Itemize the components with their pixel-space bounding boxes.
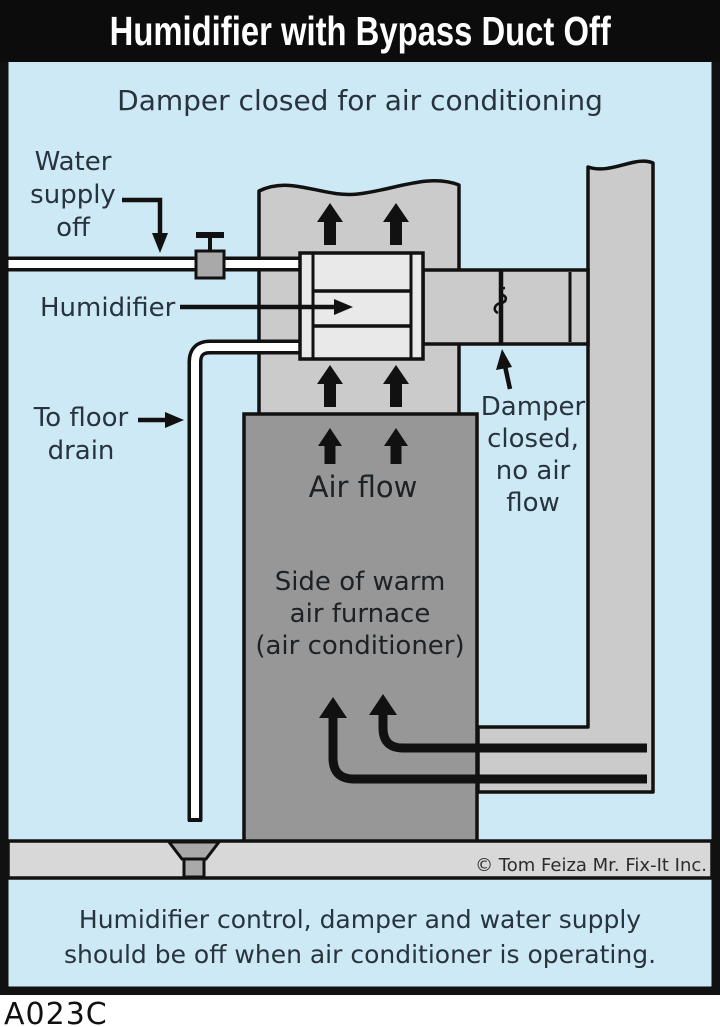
up-arrow [317, 365, 343, 407]
return-flow-arrowhead-inner [369, 694, 397, 715]
caption-line: should be off when air conditioner is op… [63, 940, 657, 969]
return-flow-arrow-outer [328, 716, 647, 784]
water-supply-pointer [122, 197, 163, 236]
up-arrow [383, 203, 409, 245]
water-supply-line: Water [34, 147, 112, 177]
damper-line: flow [506, 488, 560, 518]
humidifier-label: Humidifier [40, 293, 176, 323]
damper-line: no air [495, 456, 571, 486]
return-flow-arrowhead-outer [319, 697, 347, 718]
damper-pointer [502, 365, 513, 390]
water-supply-line: supply [30, 180, 116, 210]
return-flow-arrow-inner [378, 713, 647, 753]
damper-label: Damper closed, no air flow [477, 391, 589, 519]
label-pointers [122, 197, 513, 428]
drain-pipe [191, 343, 302, 818]
furnace-label: Side of warm air furnace (air conditione… [245, 566, 475, 662]
up-arrow [384, 428, 408, 464]
floor-drain-label: To floor drain [18, 402, 144, 468]
furnace-label-line: (air conditioner) [255, 631, 465, 661]
floor-drain-pointer-head [165, 412, 184, 428]
subtitle: Damper closed for air conditioning [117, 84, 603, 117]
furnace-body [242, 412, 479, 845]
floor-drain-funnel [165, 840, 223, 861]
humidifier-pointer-head [334, 299, 353, 315]
water-supply-line: off [56, 213, 90, 243]
hvac-diagram [0, 0, 720, 995]
furnace-label-line: Side of warm [274, 567, 446, 597]
title-bar: Humidifier with Bypass Duct Off [0, 0, 720, 62]
damper-pointer-head [496, 349, 512, 370]
damper-line: Damper [480, 392, 586, 422]
air-flow-label: Air flow [308, 470, 418, 504]
airflow-up-arrows [317, 203, 409, 464]
diagram-code: A023C [4, 997, 108, 1027]
water-supply-label: Water supply off [8, 146, 138, 245]
up-arrow [317, 203, 343, 245]
copyright-notice: © Tom Feiza Mr. Fix-It Inc. [475, 855, 707, 876]
bypass-duct [421, 268, 590, 346]
water-valve [194, 249, 226, 280]
floor [6, 839, 714, 880]
floor-drain-stem [182, 857, 206, 879]
floor-drain-line: To floor [33, 403, 129, 433]
return-flow-arrows [319, 694, 647, 784]
page-title: Humidifier with Bypass Duct Off [109, 7, 611, 54]
water-supply-pointer-head [152, 233, 168, 253]
bottom-caption: Humidifier control, damper and water sup… [8, 902, 712, 972]
damper-handle [493, 286, 508, 315]
up-arrow [318, 428, 342, 464]
furnace-label-line: air furnace [289, 599, 431, 629]
caption-line: Humidifier control, damper and water sup… [78, 905, 642, 934]
floor-drain-line: drain [47, 436, 115, 466]
damper-line: closed, [487, 424, 579, 454]
up-arrow [383, 365, 409, 407]
diagram-panel: Humidifier with Bypass Duct Off Damper c… [0, 0, 720, 995]
